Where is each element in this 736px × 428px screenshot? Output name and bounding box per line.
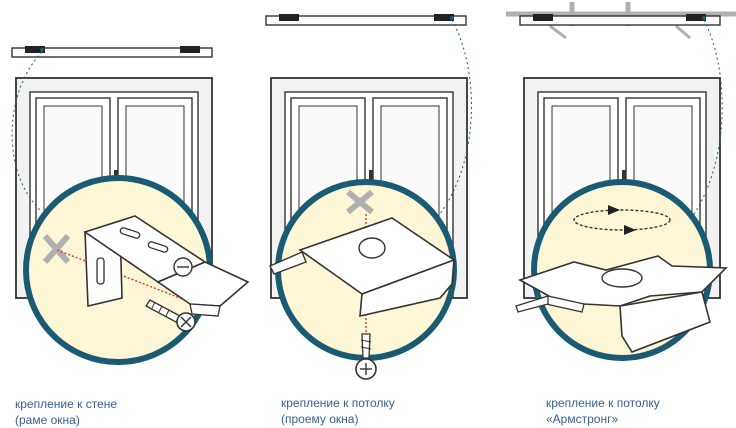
caption-line-1: крепление к стене bbox=[15, 397, 118, 411]
x-mark-icon bbox=[42, 234, 71, 264]
panel-wall-mount bbox=[11, 46, 250, 365]
bracket-icon bbox=[269, 217, 456, 318]
bracket-icon bbox=[515, 255, 728, 353]
caption-wall-mount: крепление к стене (раме окна) bbox=[15, 396, 117, 428]
guide-line bbox=[429, 19, 472, 227]
rail-icon bbox=[519, 14, 721, 26]
screw-icon bbox=[355, 333, 377, 380]
caption-line-2: «Армстронг» bbox=[546, 412, 619, 426]
bracket-icon bbox=[83, 215, 250, 317]
screw-icon bbox=[145, 299, 196, 332]
guide-line bbox=[11, 51, 43, 211]
guide-line bbox=[683, 19, 723, 229]
rotation-arrow-icon bbox=[573, 205, 671, 235]
panel-armstrong-mount bbox=[506, 2, 736, 361]
caption-ceiling-mount: крепление к потолку (проему окна) bbox=[281, 395, 395, 427]
x-mark-icon bbox=[346, 189, 374, 215]
rail-icon bbox=[11, 46, 213, 58]
caption-armstrong-mount: крепление к потолку «Армстронг» bbox=[546, 395, 660, 427]
caption-line-2: (проему окна) bbox=[281, 412, 359, 426]
caption-line-2: (раме окна) bbox=[15, 413, 80, 427]
caption-line-1: крепление к потолку bbox=[546, 396, 660, 410]
caption-line-1: крепление к потолку bbox=[281, 396, 395, 410]
rail-icon bbox=[265, 14, 467, 26]
panel-ceiling-mount bbox=[265, 14, 472, 380]
